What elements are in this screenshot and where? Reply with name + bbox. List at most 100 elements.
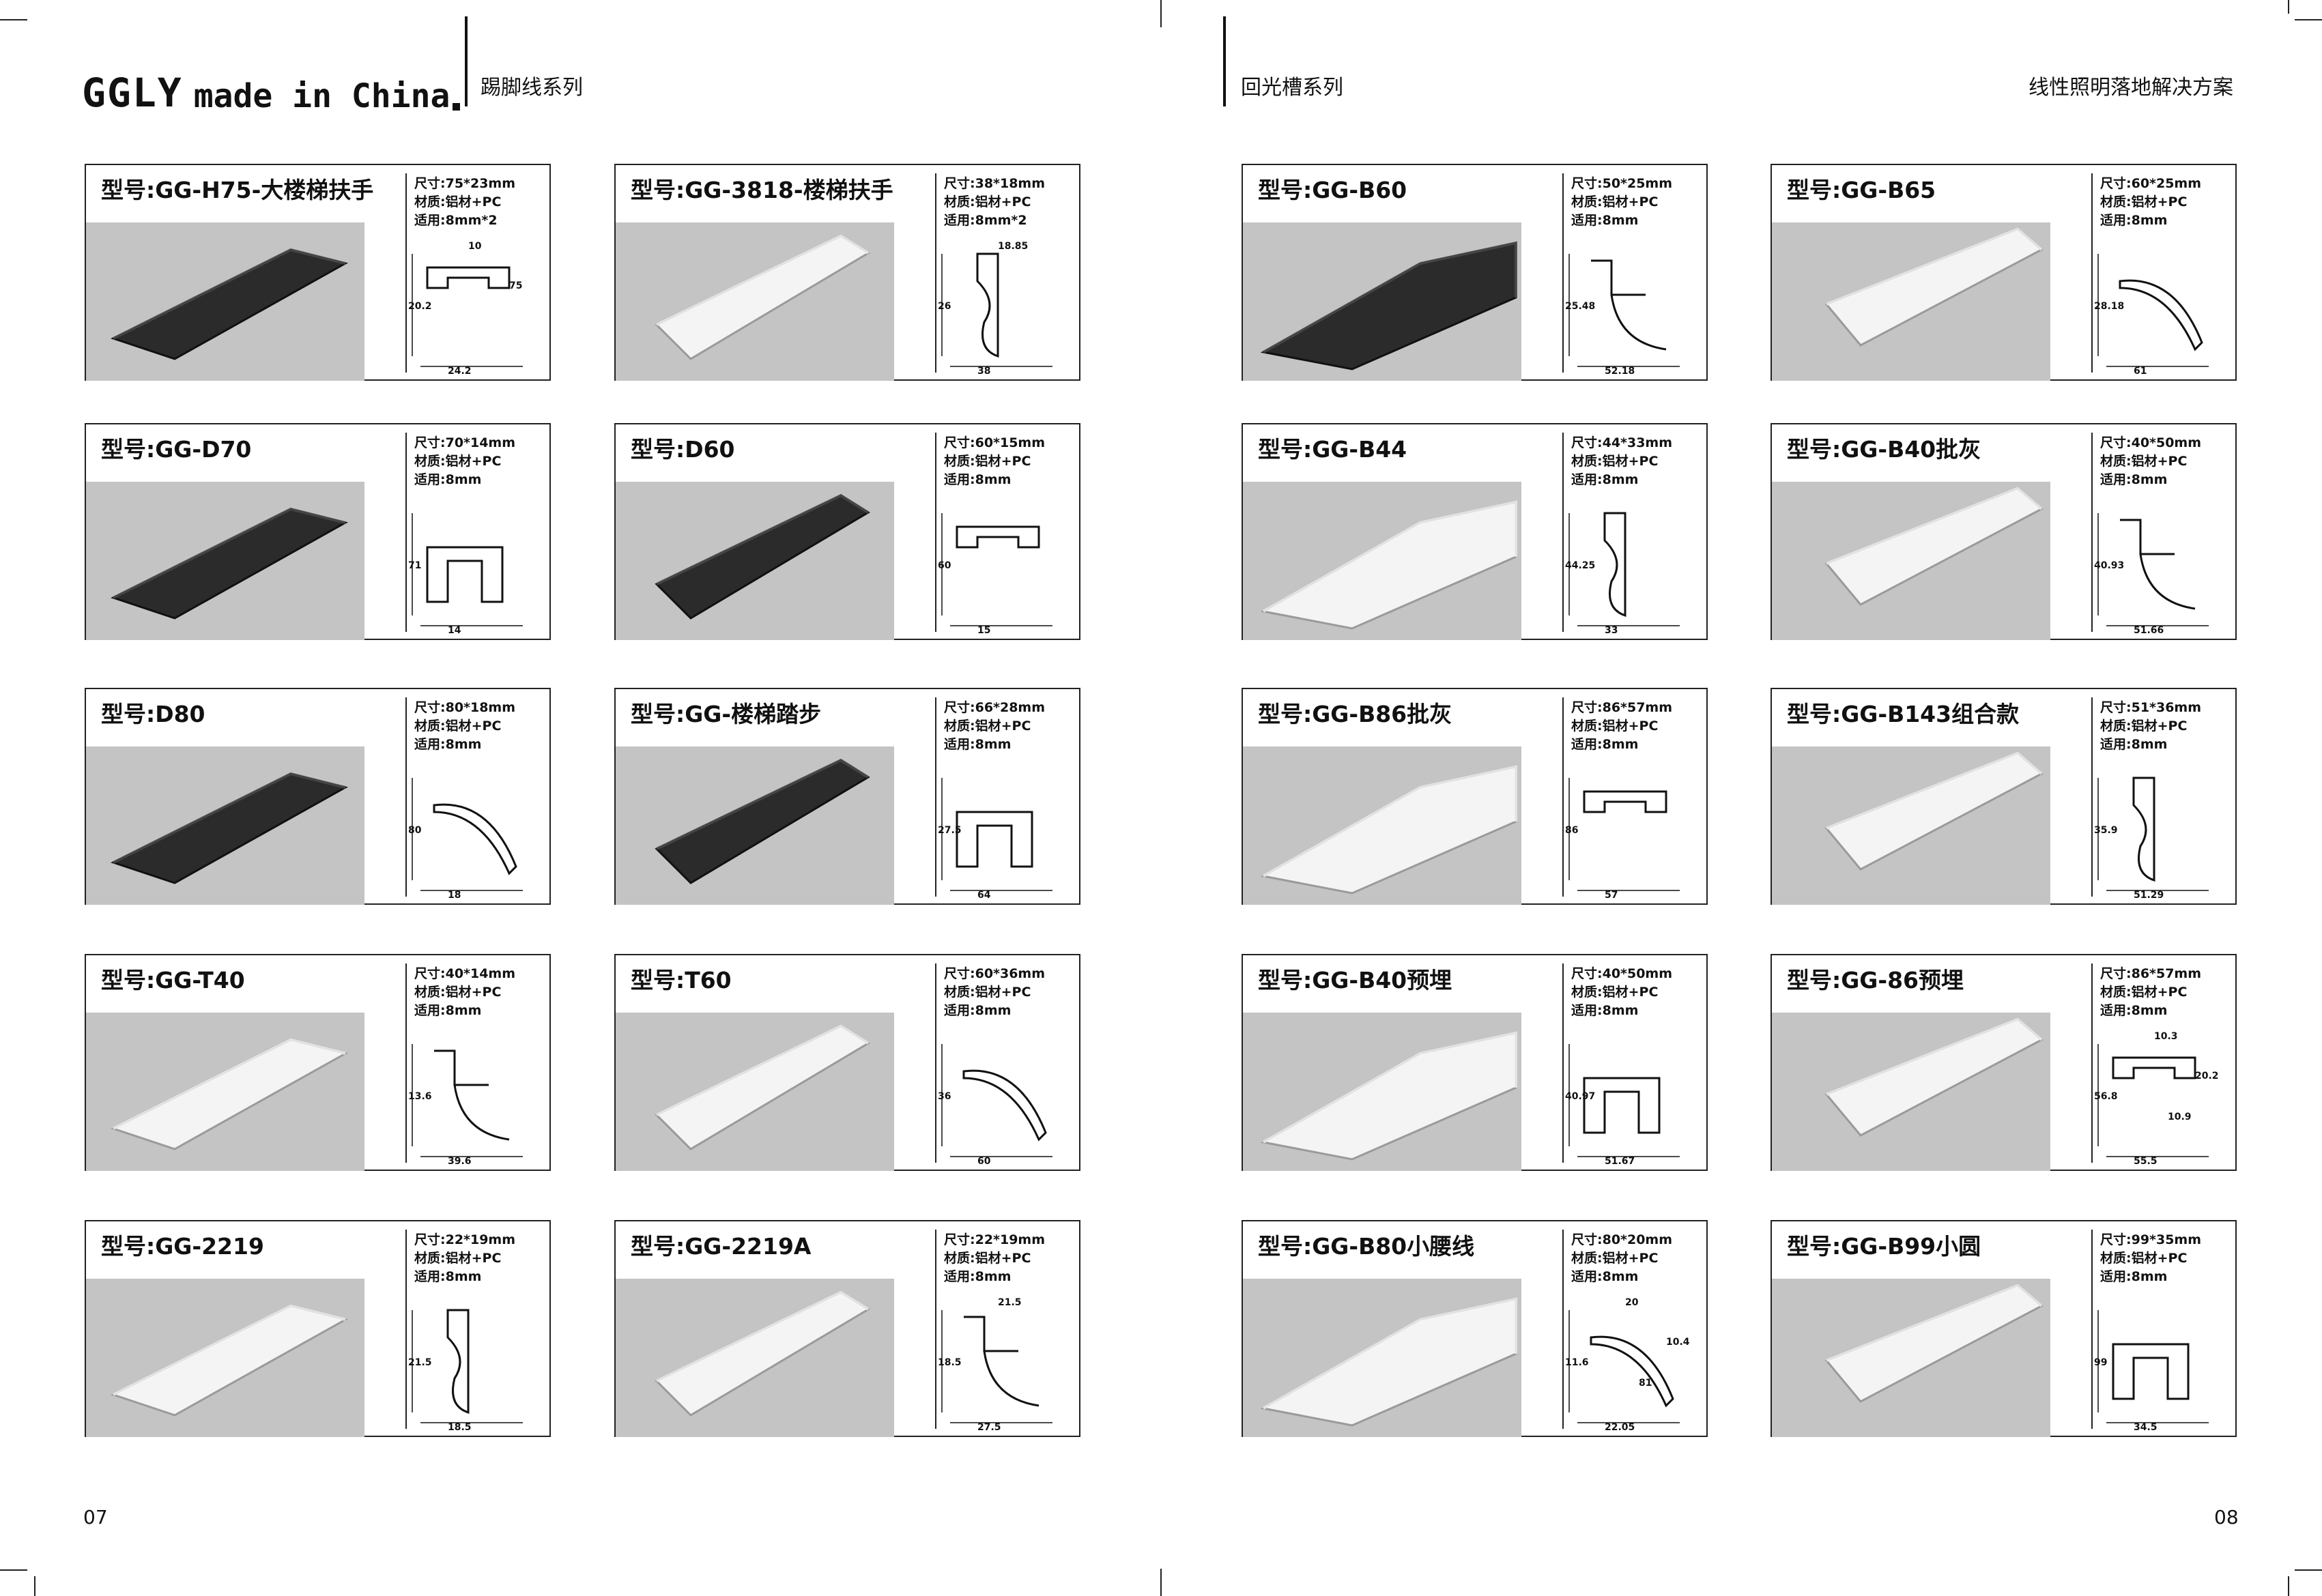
spec-material-label: 材质: <box>2100 985 2132 1000</box>
crop-mark <box>2295 19 2322 20</box>
spec-size: 尺寸:66*28mm <box>944 699 1045 717</box>
dimension-label: 27.5 <box>938 825 962 836</box>
spec-usage-label: 适用: <box>414 213 446 228</box>
spec-divider <box>1562 1230 1564 1429</box>
spec-usage-value: 8mm <box>1602 213 1639 228</box>
spec-usage: 适用:8mm <box>1571 212 1672 230</box>
spec-size-label: 尺寸: <box>1571 1232 1603 1247</box>
spec-size-label: 尺寸: <box>414 700 446 715</box>
spec-size: 尺寸:44*33mm <box>1571 434 1672 452</box>
product-photo <box>1772 746 2050 905</box>
spec-usage-value: 8mm <box>1602 737 1639 752</box>
dimension-label: 36 <box>938 1091 951 1102</box>
product-photo <box>616 222 894 381</box>
dimension-label: 24.2 <box>448 366 472 377</box>
spec-usage-value: 8mm <box>1602 1269 1639 1284</box>
spec-usage-value: 8mm <box>2131 472 2168 487</box>
spec-usage-value: 8mm <box>975 1269 1012 1284</box>
profile-highlight <box>1263 1031 1517 1144</box>
spec-material-label: 材质: <box>944 985 975 1000</box>
spec-usage-label: 适用: <box>414 737 446 752</box>
spec-material-value: 铝材+PC <box>1602 194 1659 209</box>
spec-size: 尺寸:99*35mm <box>2100 1231 2201 1249</box>
product-model: 型号:T60 <box>631 967 732 993</box>
series-title-left: 踢脚线系列 <box>481 76 583 100</box>
dimension-label: 51.66 <box>2134 625 2164 636</box>
profile-highlight <box>1263 765 1517 877</box>
dimension-label: 21.5 <box>998 1297 1022 1308</box>
spec-material-value: 铝材+PC <box>445 194 502 209</box>
spec-material-value: 铝材+PC <box>2131 454 2188 469</box>
profile-highlight <box>656 1290 870 1382</box>
profile-highlight <box>1826 227 2043 306</box>
spec-divider <box>935 433 936 632</box>
brand-logo: GGLY made in China <box>82 58 461 113</box>
spec-material-label: 材质: <box>2100 194 2132 209</box>
section-drawing <box>1603 512 1626 618</box>
spec-size-value: 40*14mm <box>445 966 516 981</box>
spec-divider <box>405 697 407 897</box>
product-model: 型号:GG-B44 <box>1258 436 1407 463</box>
dimension-label: 28.18 <box>2094 301 2125 312</box>
section-drawing <box>2112 1056 2196 1079</box>
spec-size-value: 86*57mm <box>1602 700 1673 715</box>
spec-material-value: 铝材+PC <box>445 719 502 734</box>
section-drawing <box>446 1309 470 1414</box>
section-drawing <box>1591 259 1667 351</box>
product-model: 型号:GG-B80小腰线 <box>1258 1233 1475 1260</box>
spec-material-label: 材质: <box>944 454 975 469</box>
spec-size-value: 80*18mm <box>445 700 516 715</box>
dimension-label: 13.6 <box>408 1091 432 1102</box>
spec-size-value: 40*50mm <box>1602 966 1673 981</box>
dimension-label: 10.3 <box>2154 1031 2178 1042</box>
spec-size-value: 60*25mm <box>2131 176 2202 191</box>
spec-size-value: 80*20mm <box>1602 1232 1673 1247</box>
product-photo <box>86 222 364 381</box>
spec-size-label: 尺寸: <box>2100 966 2132 981</box>
profile-highlight <box>1826 751 2043 830</box>
slogan: 线性照明落地解决方案 <box>2029 76 2233 100</box>
spec-usage: 适用:8mm <box>944 1002 1045 1020</box>
product-photo <box>1243 746 1521 905</box>
dimension-label: 35.9 <box>2094 825 2118 836</box>
spec-size-label: 尺寸: <box>944 435 975 450</box>
spec-material: 材质:铝材+PC <box>414 452 515 471</box>
spec-usage-value: 8mm <box>2131 213 2168 228</box>
spec-usage: 适用:8mm*2 <box>944 212 1045 230</box>
product-model: 型号:GG-B86批灰 <box>1258 701 1452 727</box>
spec-material: 材质:铝材+PC <box>414 717 515 736</box>
spec-size: 尺寸:40*14mm <box>414 965 515 983</box>
spec-divider <box>405 963 407 1163</box>
profile-shape <box>1824 752 2044 871</box>
spec-size-label: 尺寸: <box>2100 435 2132 450</box>
spec-size-value: 60*15mm <box>975 435 1046 450</box>
product-photo <box>1243 222 1521 381</box>
spec-divider <box>2091 963 2093 1163</box>
section-drawing <box>976 252 999 358</box>
spec-usage: 适用:8mm <box>414 1268 515 1286</box>
spec-usage-value: 8mm*2 <box>445 213 498 228</box>
spec-material: 材质:铝材+PC <box>1571 193 1672 212</box>
profile-highlight <box>1263 1297 1517 1410</box>
spec-size-label: 尺寸: <box>944 966 975 981</box>
spec-size: 尺寸:70*14mm <box>414 434 515 452</box>
dimension-label: 99 <box>2094 1357 2108 1368</box>
spec-material-value: 铝材+PC <box>1602 985 1659 1000</box>
spec-size: 尺寸:86*57mm <box>2100 965 2201 983</box>
spec-material: 材质:铝材+PC <box>1571 717 1672 736</box>
spec-divider <box>1562 697 1564 897</box>
dimension-label: 18.5 <box>448 1422 472 1433</box>
profile-highlight <box>1826 487 2043 565</box>
spec-usage: 适用:8mm <box>944 1268 1045 1286</box>
